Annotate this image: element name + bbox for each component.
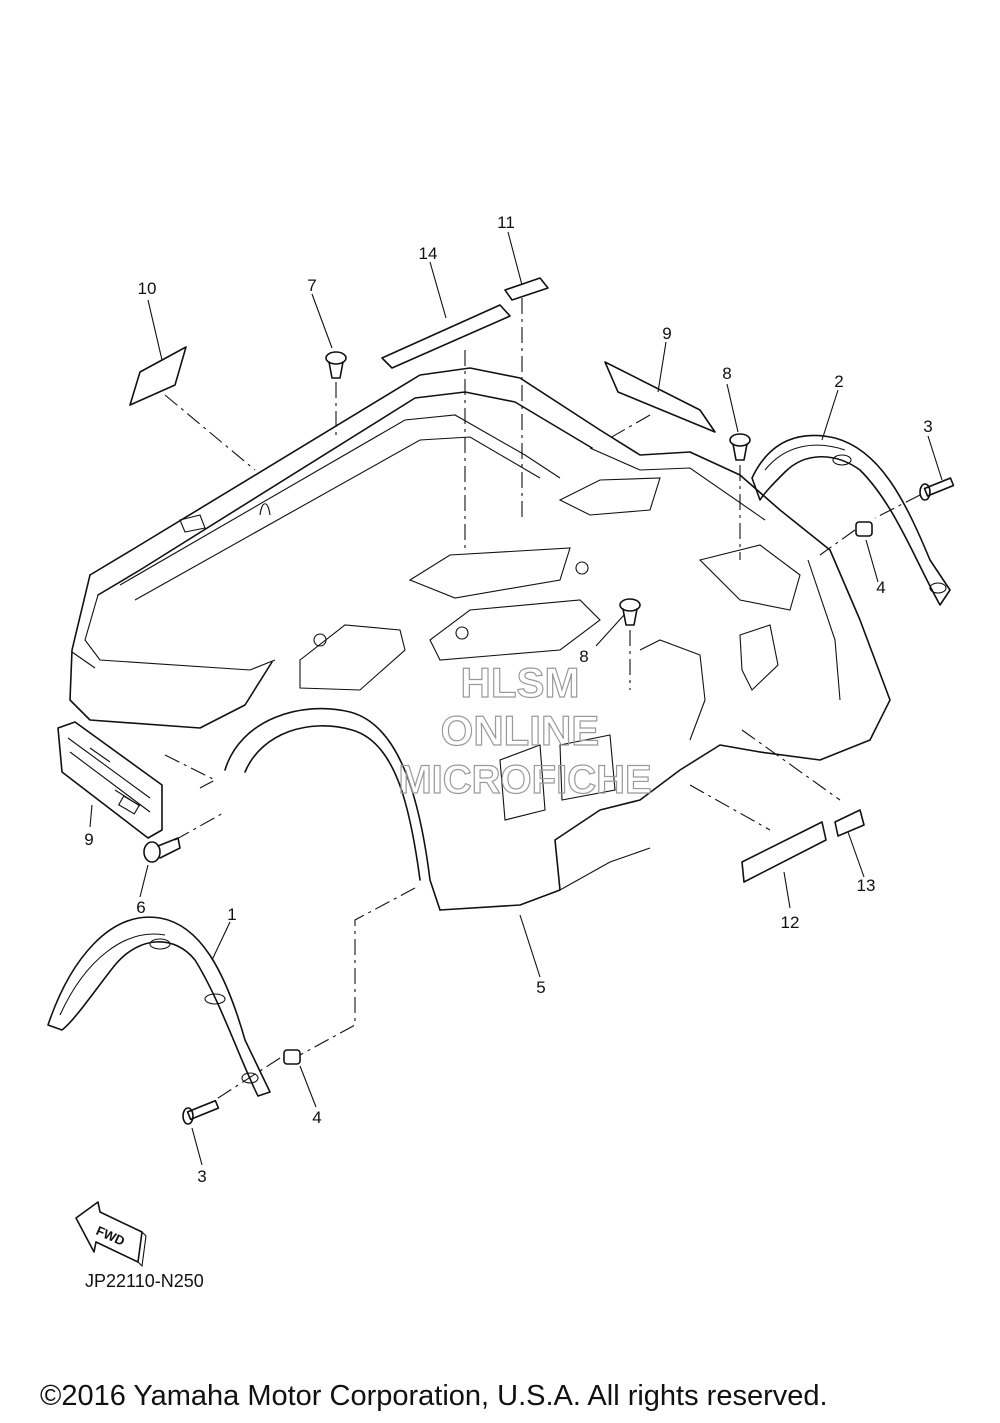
fwd-arrow-icon: FWD bbox=[75, 1201, 147, 1268]
callout-3-upper: 3 bbox=[923, 417, 932, 436]
callout-8-upper: 8 bbox=[722, 364, 731, 383]
callout-4-upper: 4 bbox=[876, 578, 885, 597]
rivet-part-6 bbox=[143, 837, 181, 863]
label-part-13 bbox=[834, 809, 865, 837]
watermark-line-3: MICROFICHE bbox=[398, 758, 651, 802]
callout-9-upper: 9 bbox=[662, 324, 671, 343]
collar-part-4-lower bbox=[283, 1049, 301, 1065]
callout-7: 7 bbox=[307, 276, 316, 295]
callout-2: 2 bbox=[834, 372, 843, 391]
collar-part-4-upper bbox=[855, 521, 873, 537]
callout-3-lower: 3 bbox=[197, 1167, 206, 1186]
label-part-9-upper bbox=[604, 361, 716, 433]
fwd-label: FWD bbox=[94, 1223, 127, 1249]
label-part-10 bbox=[129, 346, 187, 406]
label-part-11 bbox=[504, 277, 549, 301]
label-part-12 bbox=[741, 821, 827, 883]
callout-5: 5 bbox=[536, 978, 545, 997]
callout-13: 13 bbox=[857, 876, 876, 895]
callout-4-lower: 4 bbox=[312, 1108, 321, 1127]
rivet-part-7 bbox=[325, 351, 347, 379]
diagram-code: JP22110-N250 bbox=[85, 1271, 204, 1291]
rear-body-panel bbox=[69, 367, 891, 911]
watermark: HLSM ONLINE MICROFICHE bbox=[398, 658, 653, 802]
callout-11: 11 bbox=[497, 213, 515, 232]
callout-8-lower: 8 bbox=[579, 647, 588, 666]
fender-part-1 bbox=[47, 916, 271, 1097]
screw-part-3-lower bbox=[182, 1099, 220, 1125]
copyright-notice: ©2016 Yamaha Motor Corporation, U.S.A. A… bbox=[40, 1380, 828, 1412]
callout-14: 14 bbox=[419, 244, 438, 263]
fender-part-2 bbox=[751, 434, 951, 606]
side-panel-part-9 bbox=[57, 721, 163, 839]
screw-part-3-upper bbox=[919, 477, 955, 501]
callout-6: 6 bbox=[136, 898, 145, 917]
watermark-line-1: HLSM bbox=[461, 659, 580, 706]
rivet-part-8-upper bbox=[729, 433, 751, 461]
label-part-14 bbox=[381, 304, 511, 369]
watermark-line-2: ONLINE bbox=[441, 707, 600, 754]
callout-1: 1 bbox=[227, 905, 236, 924]
callout-9-lower: 9 bbox=[84, 830, 93, 849]
leader-lines bbox=[89, 231, 943, 1166]
rivet-part-8-lower bbox=[619, 598, 641, 626]
callout-labels: 10 7 14 11 9 8 2 3 4 8 9 6 1 13 12 5 4 3 bbox=[84, 213, 932, 1186]
assembly-lines bbox=[164, 298, 921, 1101]
callout-10: 10 bbox=[138, 279, 157, 298]
callout-12: 12 bbox=[781, 913, 800, 932]
